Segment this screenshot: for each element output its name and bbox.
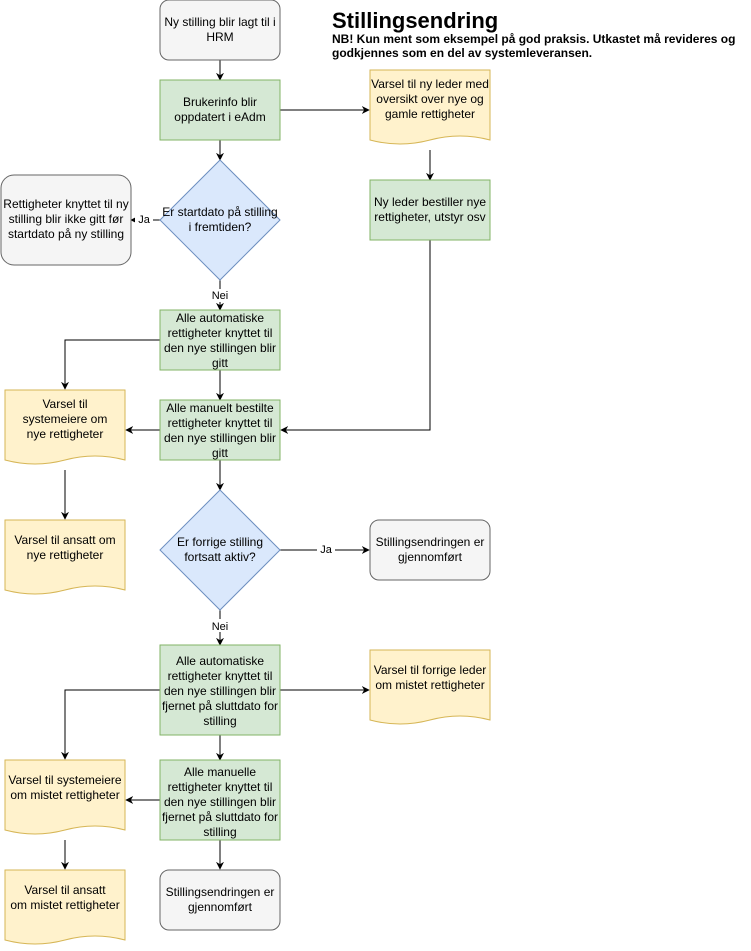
edge-order-to-manual — [280, 240, 431, 434]
edge-autoremove-to-sysowners — [61, 689, 160, 760]
diagram-note-line-2: godkjennes som en del av systemleveranse… — [332, 46, 592, 60]
label-startdate-no: Nei — [212, 290, 229, 302]
label-startdate-yes: Ja — [138, 214, 151, 226]
edge-labels: Ja Nei Ja Nei — [135, 213, 335, 633]
edge-auto-to-sysowners — [61, 339, 160, 390]
diagram-title: Stillingsendring — [332, 8, 498, 33]
label-prev-active-yes: Ja — [320, 544, 333, 556]
label-prev-active-no: Nei — [212, 621, 229, 633]
diagram-note-line-1: NB! Kun ment som eksempel på god praksis… — [332, 32, 735, 46]
